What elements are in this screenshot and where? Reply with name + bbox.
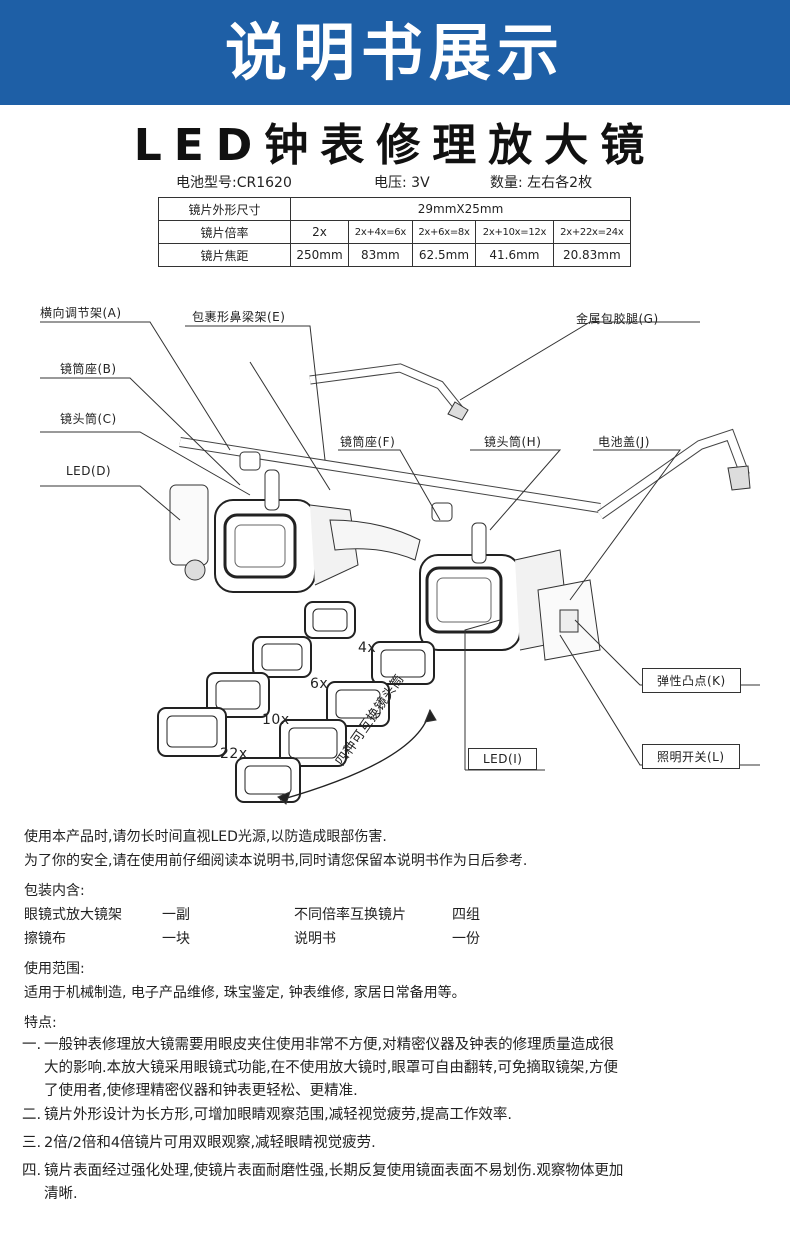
table-cell: 2x+10x=12x [475, 220, 554, 244]
header-banner: 说明书展示 [0, 0, 790, 105]
feature-2: 二.镜片外形设计为长方形,可增加眼睛观察范围,减轻视觉疲劳,提高工作效率. [22, 1104, 772, 1127]
spec-line: 电池型号:CR1620 电压: 3V 数量: 左右各2枚 [0, 172, 790, 192]
mag-label-6x: 6x [310, 676, 329, 692]
label-j: 电池盖(J) [598, 435, 650, 449]
label-d: LED(D) [66, 464, 112, 478]
voltage-spec: 电压: 3V [374, 175, 430, 191]
banner-title: 说明书展示 [224, 16, 565, 89]
package-item-name: 说明书 [294, 931, 336, 947]
label-h: 镜头筒(H) [484, 435, 542, 449]
table-cell: 62.5mm [411, 243, 477, 267]
table-cell: 41.6mm [475, 243, 554, 267]
magnifier-glasses-illustration [40, 321, 760, 805]
label-g: 金属包胶腿(G) [576, 312, 659, 326]
usage-text: 适用于机械制造, 电子产品维修, 珠宝鉴定, 钟表维修, 家居日常备用等。 [24, 985, 466, 1001]
mag-label-4x: 4x [358, 640, 377, 656]
feature-3: 三.2倍/2倍和4倍镜片可用双眼观察,减轻眼睛视觉疲劳. [22, 1132, 772, 1155]
quantity-spec: 数量: 左右各2枚 [490, 175, 593, 191]
feature-4: 四.镜片表面经过强化处理,使镜片表面耐磨性强,长期反复使用镜面表面不易划伤.观察… [22, 1160, 772, 1206]
package-item-qty: 一块 [162, 931, 190, 947]
feature-text: 2倍/2倍和4倍镜片可用双眼观察,减轻眼睛视觉疲劳. [44, 1135, 376, 1151]
mag-label-22x: 22x [220, 746, 248, 762]
table-cell: 29mmX25mm [290, 197, 631, 221]
feature-text: 镜片外形设计为长方形,可增加眼睛观察范围,减轻视觉疲劳,提高工作效率. [44, 1107, 512, 1123]
feature-number: 一. [22, 1037, 42, 1053]
table-cell: 2x+6x=8x [411, 220, 477, 244]
label-e: 包裹形鼻梁架(E) [192, 310, 286, 324]
package-item-name: 眼镜式放大镜架 [24, 907, 122, 923]
battery-spec: 电池型号:CR1620 [176, 175, 292, 191]
package-item-qty: 一份 [452, 931, 480, 947]
feature-number: 三. [22, 1135, 42, 1151]
table-cell: 83mm [348, 243, 413, 267]
warning-line-2: 为了你的安全,请在使用前仔细阅读本说明书,同时请您保留本说明书作为日后参考. [24, 853, 528, 869]
label-f: 镜筒座(F) [340, 435, 396, 449]
feature-text: 镜片表面经过强化处理,使镜片表面耐磨性强,长期反复使用镜面表面不易划伤.观察物体… [44, 1163, 624, 1179]
product-title: LED钟表修理放大镜 [133, 120, 657, 171]
label-i: LED(I) [468, 748, 538, 770]
table-cell: 2x+4x=6x [348, 220, 413, 244]
mag-label-10x: 10x [262, 712, 290, 728]
features-heading: 特点: [24, 1015, 57, 1031]
package-heading: 包装内含: [24, 883, 85, 899]
package-item-qty: 一副 [162, 907, 190, 923]
spec-table: 镜片外形尺寸 29mmX25mm 镜片倍率 2x 2x+4x=6x 2x+6x=… [158, 197, 632, 267]
product-diagram: 横向调节架(A) 包裹形鼻梁架(E) 金属包胶腿(G) 镜筒座(B) 镜头筒(C… [0, 290, 790, 820]
warning-line-1: 使用本产品时,请勿长时间直视LED光源,以防造成眼部伤害. [24, 829, 387, 845]
package-item-name: 不同倍率互换镜片 [294, 907, 406, 923]
feature-text: 清晰. [44, 1186, 78, 1202]
label-b: 镜筒座(B) [60, 362, 117, 376]
table-cell: 镜片焦距 [158, 243, 291, 267]
table-cell: 镜片倍率 [158, 220, 291, 244]
feature-number: 四. [22, 1163, 42, 1179]
label-c: 镜头筒(C) [60, 412, 117, 426]
table-cell: 20.83mm [552, 243, 632, 267]
feature-text: 大的影响.本放大镜采用眼镜式功能,在不使用放大镜时,眼罩可自由翻转,可免摘取镜架… [44, 1060, 619, 1076]
table-row: 镜片外形尺寸 29mmX25mm [158, 197, 631, 221]
table-cell: 2x [289, 220, 350, 244]
table-row: 镜片焦距 250mm 83mm 62.5mm 41.6mm 20.83mm [158, 243, 632, 267]
usage-heading: 使用范围: [24, 961, 85, 977]
table-cell: 镜片外形尺寸 [158, 197, 291, 221]
package-item-qty: 四组 [452, 907, 480, 923]
table-cell: 2x+22x=24x [552, 220, 632, 244]
label-k: 弹性凸点(K) [642, 668, 741, 693]
feature-1: 一.一般钟表修理放大镜需要用眼皮夹住使用非常不方便,对精密仪器及钟表的修理质量造… [22, 1034, 772, 1103]
feature-text: 了使用者,使修理精密仪器和钟表更轻松、更精准. [44, 1083, 358, 1099]
label-l: 照明开关(L) [642, 744, 740, 769]
label-a: 横向调节架(A) [40, 306, 122, 320]
table-row: 镜片倍率 2x 2x+4x=6x 2x+6x=8x 2x+10x=12x 2x+… [158, 220, 632, 244]
package-item-name: 擦镜布 [24, 931, 66, 947]
feature-text: 一般钟表修理放大镜需要用眼皮夹住使用非常不方便,对精密仪器及钟表的修理质量造成很 [44, 1037, 615, 1053]
table-cell: 250mm [289, 243, 350, 267]
feature-number: 二. [22, 1107, 42, 1123]
